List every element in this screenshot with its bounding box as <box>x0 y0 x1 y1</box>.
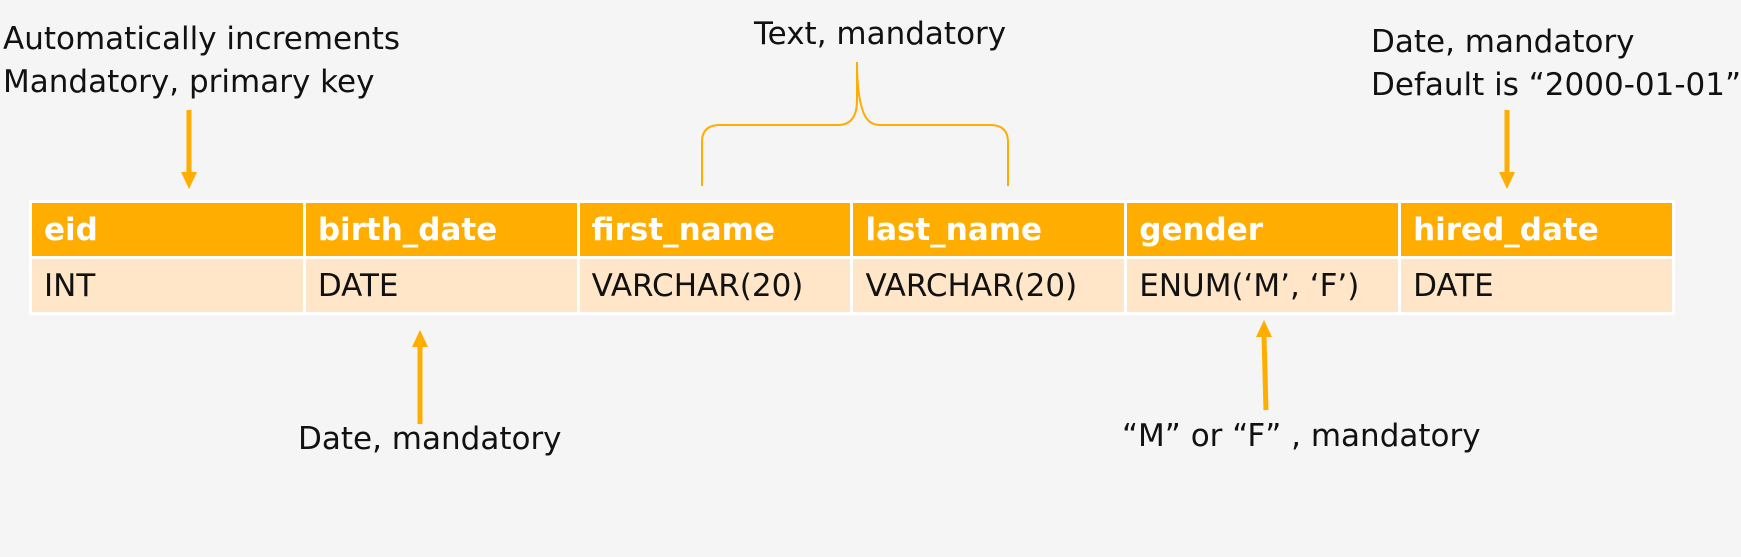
column-header-gender: gender <box>1124 200 1402 259</box>
birth-date-annotation-line-1: Date, mandatory <box>298 421 562 457</box>
birth-date-annotation: Date, mandatory <box>298 418 562 461</box>
names-annotation: Text, mandatory <box>754 13 1006 56</box>
birth-date-arrow <box>412 330 428 424</box>
names-annotation-line-1: Text, mandatory <box>754 16 1007 52</box>
column-header-birth-date: birth_date <box>302 200 580 259</box>
column-type-row: INT DATE VARCHAR(20) VARCHAR(20) ENUM(‘M… <box>29 256 1675 315</box>
hired-date-arrow <box>1499 110 1515 189</box>
column-type-birth-date: DATE <box>302 256 580 315</box>
column-type-last-name: VARCHAR(20) <box>850 256 1128 315</box>
hired-date-annotation-line-1: Date, mandatory <box>1371 24 1635 60</box>
eid-arrow <box>181 110 197 189</box>
column-name-row: eid birth_date first_name last_name gend… <box>29 200 1675 259</box>
column-type-hired-date: DATE <box>1398 256 1675 315</box>
eid-annotation-line-2: Mandatory, primary key <box>3 64 375 100</box>
column-header-hired-date: hired_date <box>1398 200 1675 259</box>
names-brace <box>701 61 1009 186</box>
column-header-last-name: last_name <box>850 200 1128 259</box>
column-header-eid: eid <box>29 200 306 259</box>
eid-annotation: Automatically increments Mandatory, prim… <box>3 18 400 104</box>
column-type-eid: INT <box>29 256 306 315</box>
employee-schema-table: eid birth_date first_name last_name gend… <box>29 200 1675 315</box>
hired-date-annotation-line-2: Default is “2000-01-01” <box>1371 67 1741 103</box>
hired-date-annotation: Date, mandatory Default is “2000-01-01” <box>1371 21 1741 107</box>
gender-annotation: “M” or “F” , mandatory <box>1122 415 1481 458</box>
column-header-first-name: first_name <box>576 200 854 259</box>
column-type-gender: ENUM(‘M’, ‘F’) <box>1124 256 1402 315</box>
gender-arrow <box>1256 320 1272 411</box>
gender-annotation-line-1: “M” or “F” , mandatory <box>1122 418 1481 454</box>
column-type-first-name: VARCHAR(20) <box>576 256 854 315</box>
eid-annotation-line-1: Automatically increments <box>3 21 401 57</box>
